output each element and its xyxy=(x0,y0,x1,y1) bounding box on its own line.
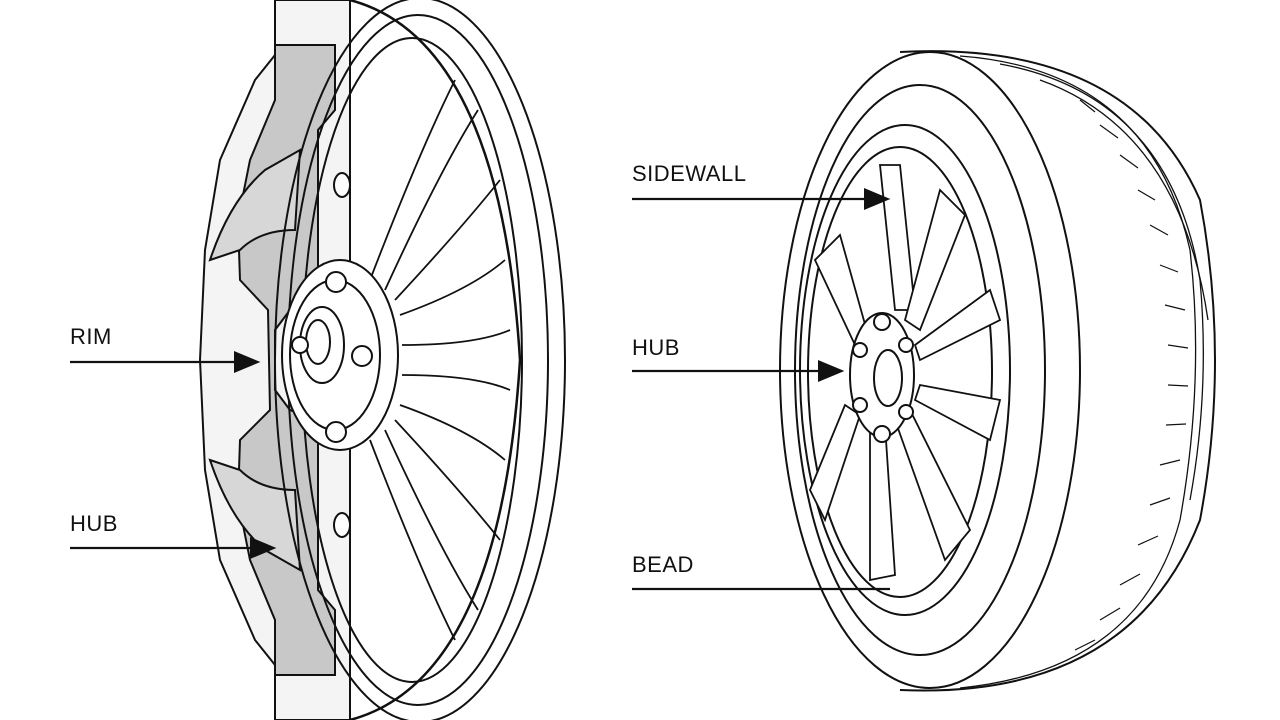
left-flange-bolts xyxy=(333,172,351,538)
left-lug-nuts xyxy=(291,271,373,443)
right-tire-tread-grooves xyxy=(1074,99,1189,651)
right-lug-nuts xyxy=(852,313,914,443)
bead-label: BEAD xyxy=(632,552,694,577)
hub-label-right: HUB xyxy=(632,335,680,360)
left-rim-face xyxy=(349,0,522,720)
leader-lines xyxy=(70,188,891,591)
sidewall-label: SIDEWALL xyxy=(632,161,747,186)
right-spokes xyxy=(809,164,1002,582)
right-wheel xyxy=(779,50,1216,692)
left-spokes xyxy=(369,79,511,641)
left-hub-lobe-top xyxy=(208,148,302,262)
right-hub-bore xyxy=(873,349,903,407)
hub-label-left: HUB xyxy=(70,511,118,536)
right-tire-tread-ribs xyxy=(959,55,1209,689)
left-rim-outer xyxy=(274,0,566,720)
right-tire-tread-body xyxy=(899,50,1216,692)
left-wheel xyxy=(198,0,566,720)
rim-label: RIM xyxy=(70,324,112,349)
